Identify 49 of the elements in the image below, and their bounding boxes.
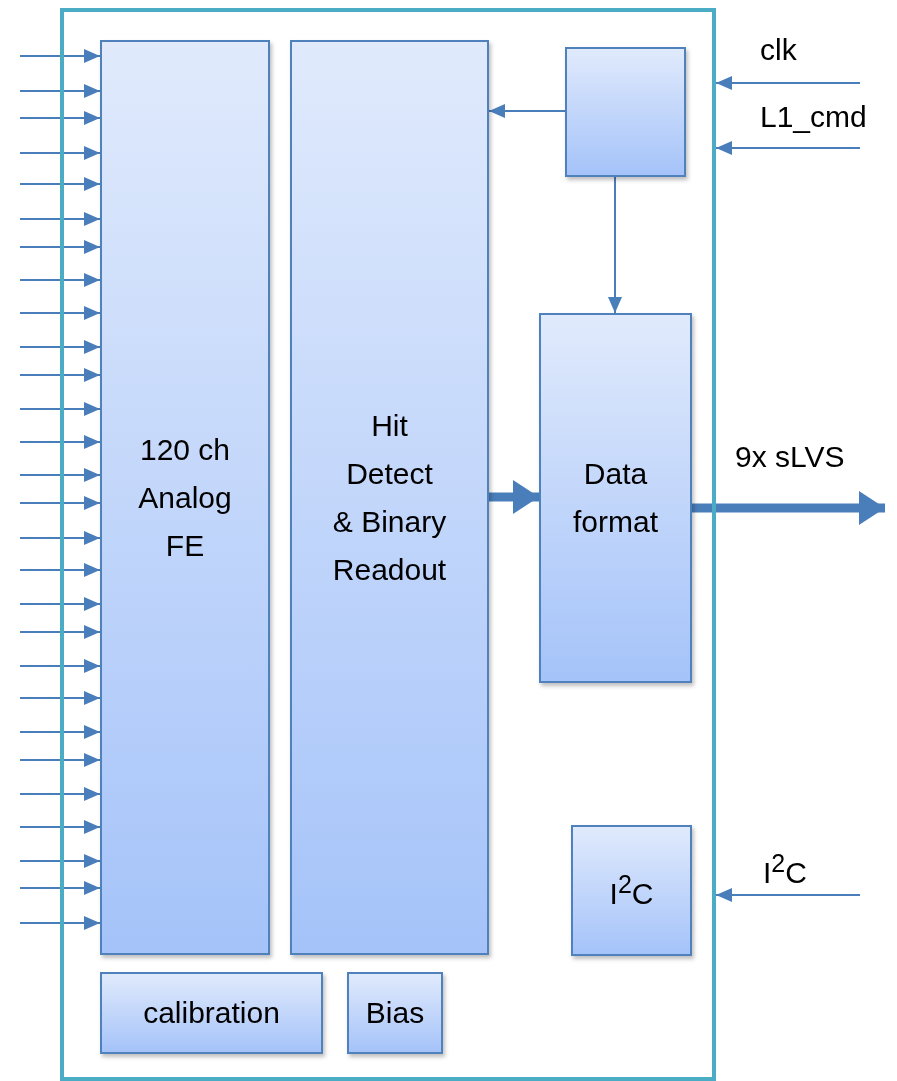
- arrow: [608, 176, 622, 314]
- block-label: Bias: [365, 995, 425, 1031]
- arrow: [488, 104, 566, 118]
- block: [571, 825, 692, 956]
- arrow: [19, 212, 101, 226]
- empty-block: [565, 47, 686, 177]
- arrow: [19, 916, 101, 930]
- block: [290, 40, 489, 955]
- arrow: [19, 273, 101, 287]
- arrow: [19, 84, 101, 98]
- arrow: [19, 753, 101, 767]
- arrow: [692, 491, 885, 525]
- arrow: [489, 480, 539, 514]
- arrow: [19, 725, 101, 739]
- arrow: [19, 531, 101, 545]
- arrow: [19, 625, 101, 639]
- arrow: [19, 787, 101, 801]
- arrow: [19, 111, 101, 125]
- arrow: [19, 240, 101, 254]
- arrow: [19, 691, 101, 705]
- arrow: [19, 177, 101, 191]
- arrow: [19, 368, 101, 382]
- block-label: Data format: [572, 456, 659, 540]
- arrow: [19, 659, 101, 673]
- block: [347, 972, 443, 1054]
- arrow: [19, 306, 101, 320]
- arrow: [19, 340, 101, 354]
- arrow: [19, 820, 101, 834]
- block-label: I$^{2}$C: [609, 868, 654, 912]
- arrow: [715, 76, 861, 90]
- arrow: [715, 141, 861, 155]
- arrow: [715, 888, 861, 902]
- arrow: [19, 597, 101, 611]
- arrow: [19, 468, 101, 482]
- arrow: [19, 563, 101, 577]
- block: [539, 313, 692, 683]
- arrow: [19, 49, 101, 63]
- block: [100, 972, 323, 1054]
- arrow: [19, 146, 101, 160]
- chip-outline: [60, 8, 716, 1081]
- block-label: calibration: [143, 995, 280, 1031]
- block-label: Hit Detect & Binary Readout: [332, 407, 447, 588]
- arrow: [19, 496, 101, 510]
- block-label: 120 ch Analog FE: [137, 431, 233, 564]
- arrow: [19, 881, 101, 895]
- arrow: [19, 854, 101, 868]
- arrow: [19, 435, 101, 449]
- block: [100, 40, 270, 955]
- arrow: [19, 402, 101, 416]
